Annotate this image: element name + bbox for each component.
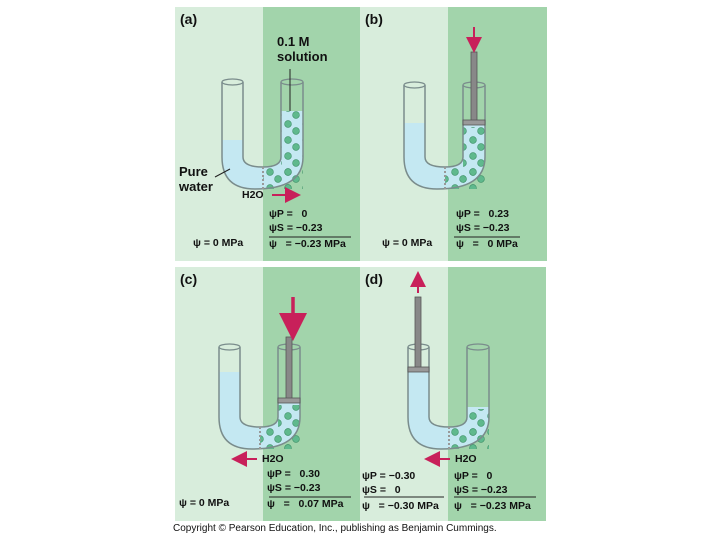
right-psi: ψ = −0.23 MPa: [269, 238, 346, 250]
right-psi: ψ = 0.07 MPa: [267, 498, 344, 510]
pure-water-pointer: [214, 168, 231, 178]
h2o-label: H2O: [455, 453, 477, 465]
left-psi: ψ = 0 MPa: [179, 497, 230, 509]
piston-rod: [285, 336, 293, 402]
panel-d-label: (d): [365, 271, 383, 287]
panel-c-label: (c): [180, 271, 198, 287]
right-psi-s: ψS = −0.23: [269, 222, 323, 234]
panel-b-diagram: [360, 7, 546, 261]
panel-b-label: (b): [365, 11, 383, 27]
piston-rod: [470, 51, 478, 123]
piston-plate: [462, 119, 486, 126]
right-psi: ψ = −0.23 MPa: [454, 500, 531, 512]
left-psi: ψ = 0 MPa: [193, 237, 244, 249]
left-psi-s: ψS = 0: [362, 484, 401, 496]
right-psi: ψ = 0 MPa: [456, 238, 518, 250]
panel-d-diagram: [360, 267, 546, 521]
piston-plate: [407, 366, 430, 373]
right-psi-p: ψP = 0: [454, 470, 493, 482]
right-psi-p: ψP = 0: [269, 208, 308, 220]
pure-water-label: Pure water: [179, 164, 213, 194]
solution-label: 0.1 M solution: [277, 34, 328, 64]
panel-b: (b) ψ = 0 MPa ψP = 0.23 ψS = −0.23 ψ = 0…: [360, 7, 546, 261]
u-tube-glass: [221, 82, 304, 190]
right-psi-s: ψS = −0.23: [456, 222, 510, 234]
right-psi-p: ψP = 0.30: [267, 468, 320, 480]
right-psi-s: ψS = −0.23: [454, 484, 508, 496]
left-psi: ψ = 0 MPa: [382, 237, 433, 249]
panel-a-label: (a): [180, 11, 198, 27]
piston-plate: [277, 397, 301, 404]
piston-rod: [414, 296, 422, 370]
panel-c-diagram: [175, 267, 361, 521]
right-psi-p: ψP = 0.23: [456, 208, 509, 220]
h2o-label: H2O: [262, 453, 284, 465]
left-psi: ψ = −0.30 MPa: [362, 500, 439, 512]
h2o-label: H2O: [242, 189, 264, 201]
panel-d: (d) H2O ψP = −0.30 ψS = 0 ψ = −0.30 MPa …: [360, 267, 546, 521]
panel-c: (c) H2O ψ = 0 MPa ψP = 0.30 ψS = −0.23 ψ…: [175, 267, 361, 521]
copyright-notice: Copyright © Pearson Education, Inc., pub…: [173, 523, 497, 534]
right-psi-s: ψS = −0.23: [267, 482, 321, 494]
left-psi-p: ψP = −0.30: [362, 470, 416, 482]
